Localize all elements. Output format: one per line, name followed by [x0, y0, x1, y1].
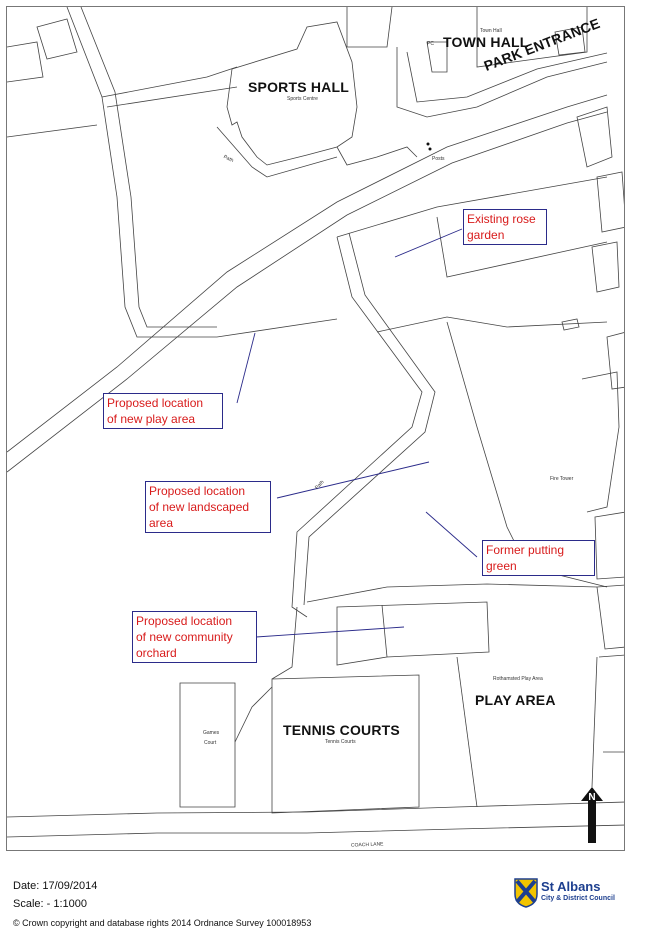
- map-linework: [7, 7, 624, 838]
- road-edge: [66, 7, 338, 338]
- footer-scale: Scale: - 1:1000: [13, 898, 87, 910]
- building-outline: [554, 26, 586, 56]
- building-outline: [591, 241, 620, 293]
- callout-landscaped-area: Proposed location of new landscaped area: [145, 481, 271, 533]
- sports-centre-label: Sports Centre: [287, 96, 318, 102]
- town-hall-small-label: Town Hall: [480, 28, 502, 34]
- building-outline: [346, 7, 393, 48]
- building-outline: [594, 511, 624, 580]
- boundary-line: [381, 604, 388, 658]
- fire-tower-label: Fire Tower: [550, 476, 574, 482]
- building-outline: [606, 332, 624, 390]
- path-edge: [7, 124, 98, 138]
- coach-lane-edge: [7, 824, 624, 838]
- path-edge: [271, 606, 298, 680]
- main-path-edge: [7, 94, 608, 453]
- leader-line-landscaped: [276, 461, 430, 499]
- callout-community-orchard: Proposed location of new community orcha…: [132, 611, 257, 663]
- leader-line-play-area: [236, 332, 256, 404]
- path-edge: [106, 86, 238, 108]
- leader-line-orchard: [255, 626, 405, 638]
- leader-line-putting-green: [425, 511, 478, 558]
- road-edge: [80, 7, 217, 328]
- winding-path-edge: [303, 232, 436, 606]
- post-marker: [426, 142, 430, 146]
- logo-subtitle: City & District Council: [541, 895, 615, 902]
- sports-hall-label: SPORTS HALL: [248, 79, 349, 95]
- boundary-line: [436, 216, 608, 278]
- pc-label: PC: [427, 41, 434, 47]
- play-area-label: PLAY AREA: [475, 692, 556, 708]
- footer-date: Date: 17/09/2014: [13, 880, 98, 892]
- building-outline: [576, 106, 613, 168]
- games-label: Games: [203, 730, 220, 736]
- coach-lane-edge: [7, 801, 624, 818]
- site-plan-map: TOWN HALL SPORTS HALL PARK ENTRANCE TENN…: [6, 6, 625, 851]
- town-hall-outline: [476, 7, 588, 68]
- footer-copyright: © Crown copyright and database rights 20…: [13, 918, 312, 928]
- games-court-outline: [179, 682, 236, 808]
- building-outline: [336, 146, 418, 166]
- court-label: Court: [204, 740, 217, 746]
- path-edge: [234, 686, 273, 743]
- boundary-line: [376, 316, 608, 333]
- shield-icon: [514, 878, 538, 908]
- sports-hall-outline: [226, 21, 358, 166]
- posts-label: Posts: [432, 156, 445, 162]
- building-outline: [581, 371, 620, 513]
- building-outline: [598, 654, 624, 753]
- leader-line-rose-garden: [394, 228, 463, 258]
- town-hall-label: TOWN HALL: [443, 34, 529, 50]
- rothamsted-play-area-label: Rothamsted Play Area: [493, 676, 543, 682]
- winding-path-edge: [291, 236, 423, 618]
- tennis-courts-outline: [271, 674, 420, 814]
- building-outline: [596, 171, 624, 233]
- council-logo: St Albans City & District Council: [514, 878, 624, 910]
- building-outline: [596, 584, 624, 650]
- orchard-outline: [336, 601, 490, 666]
- logo-name: St Albans: [541, 879, 601, 894]
- small-structure: [561, 318, 580, 331]
- boundary-line: [456, 656, 478, 808]
- main-path-edge: [7, 111, 608, 473]
- boundary-line: [336, 176, 608, 238]
- callout-rose-garden: Existing rose garden: [463, 209, 547, 245]
- building-outline: [426, 41, 448, 73]
- north-arrow-icon: N: [581, 787, 603, 843]
- road-edge: [396, 47, 608, 118]
- path-edge: [101, 66, 238, 98]
- road-edge: [406, 51, 608, 103]
- tennis-courts-small-label: Tennis Courts: [325, 739, 356, 745]
- boundary-line: [306, 583, 598, 603]
- north-arrow-letter: N: [588, 792, 595, 803]
- building-outline: [7, 41, 44, 83]
- callout-putting-green: Former putting green: [482, 540, 595, 576]
- path-edge: [216, 126, 338, 178]
- building-outline: [36, 18, 78, 60]
- post-marker: [428, 147, 432, 151]
- tennis-courts-label: TENNIS COURTS: [283, 722, 400, 738]
- callout-new-play-area: Proposed location of new play area: [103, 393, 223, 429]
- boundary-line: [591, 656, 598, 788]
